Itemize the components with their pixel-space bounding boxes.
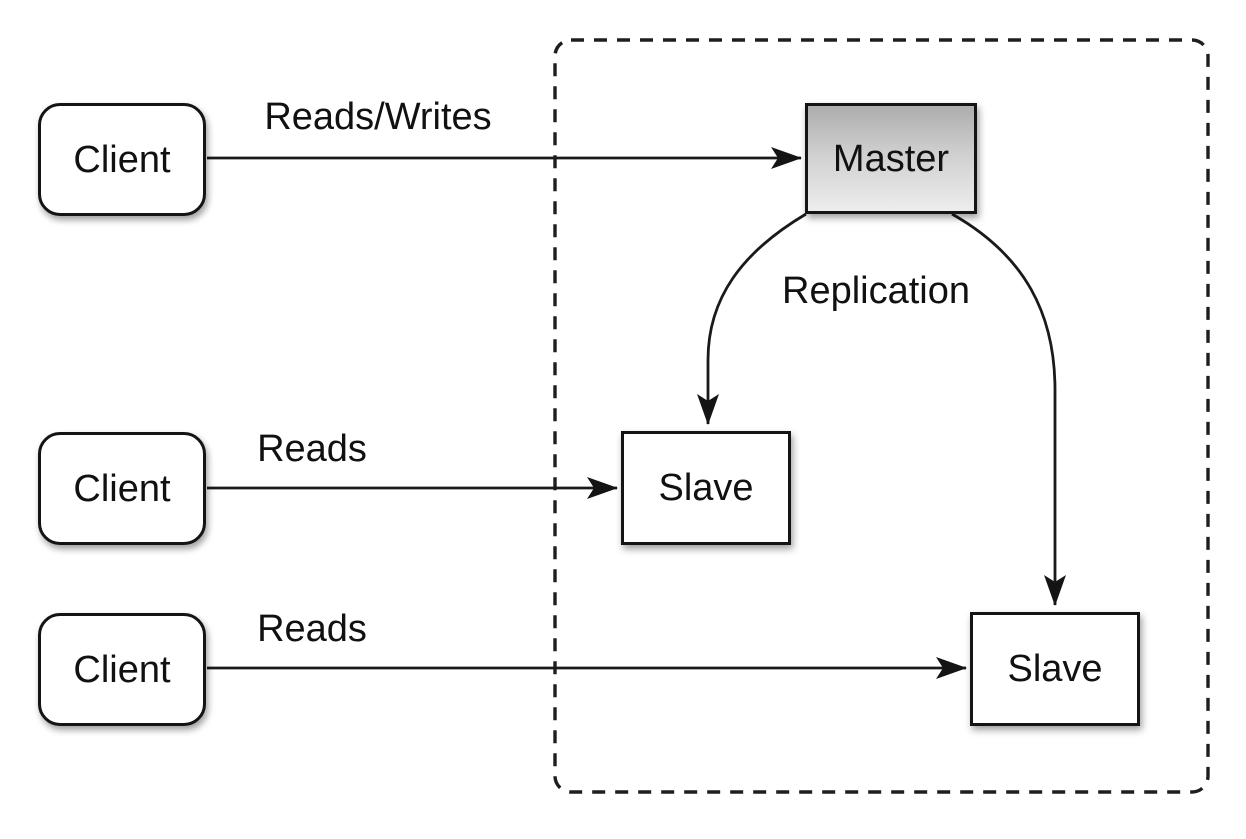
client-node-2-label: Client [73, 467, 171, 510]
reads-writes-label: Reads/Writes [264, 96, 492, 138]
reads-bottom-label: Reads [257, 608, 367, 650]
client-node-3: Client [38, 613, 206, 726]
replication-curve-right [951, 212, 1066, 606]
slave-node-2-label: Slave [1007, 648, 1103, 690]
slave-node-1-label: Slave [658, 467, 754, 509]
replication-curve-left [697, 212, 807, 425]
replication-group-border [553, 38, 1210, 794]
client-node-3-label: Client [73, 648, 171, 691]
slave-node-2: Slave [970, 612, 1140, 726]
master-node: Master [805, 103, 977, 214]
master-node-label: Master [832, 137, 950, 180]
replication-label: Replication [782, 270, 970, 312]
slave-node-1: Slave [621, 431, 791, 545]
client-node-2: Client [38, 432, 206, 545]
reads-middle-label: Reads [257, 428, 367, 470]
client-node-1: Client [38, 103, 206, 216]
client-node-1-label: Client [73, 138, 171, 181]
